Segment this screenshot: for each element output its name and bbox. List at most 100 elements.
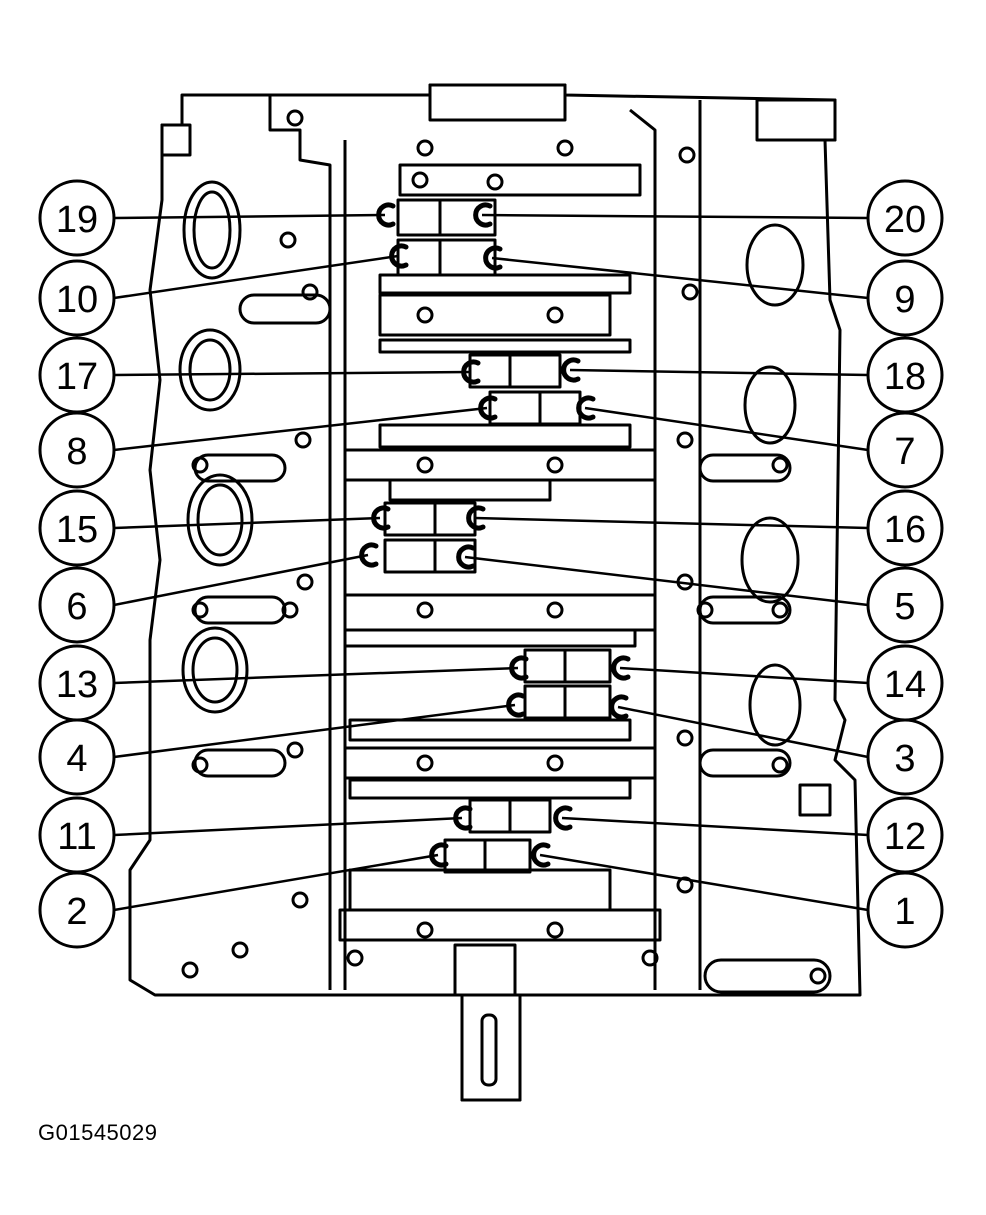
bolt-hole — [301, 283, 319, 301]
retainer-clip-5 — [456, 544, 476, 570]
callout-label: 19 — [56, 199, 98, 241]
leader-line-12 — [561, 816, 869, 837]
leader-lines — [113, 213, 869, 912]
bolt-hole — [286, 741, 304, 759]
retainer-clip-14 — [611, 655, 631, 681]
callout-3: 3 — [866, 718, 944, 796]
retainer-clip-1 — [531, 842, 551, 868]
callout-label: 2 — [66, 891, 87, 933]
callout-20: 20 — [866, 179, 944, 257]
leader-line-20 — [481, 213, 869, 220]
callout-label: 6 — [66, 586, 87, 628]
bolt-hole — [291, 891, 309, 909]
callout-label: 8 — [66, 431, 87, 473]
leader-line-1 — [539, 853, 869, 912]
bolt-hole — [676, 876, 694, 894]
bolt-hole — [681, 283, 699, 301]
callout-label: 7 — [894, 431, 915, 473]
bolt-hole — [296, 573, 314, 591]
bolt-hole — [281, 601, 299, 619]
leader-line-19 — [113, 213, 386, 220]
figure-code: G01545029 — [38, 1120, 158, 1145]
callout-label: 18 — [884, 356, 926, 398]
retainer-clip-20 — [473, 202, 493, 228]
callout-16: 16 — [866, 489, 944, 567]
bolt-hole — [416, 601, 434, 619]
bolt-hole — [546, 306, 564, 324]
callout-label: 3 — [894, 738, 915, 780]
callout-label: 4 — [66, 738, 87, 780]
retainer-clip-18 — [561, 357, 581, 383]
callout-10: 10 — [38, 259, 116, 337]
bolt-hole — [678, 146, 696, 164]
callout-5: 5 — [866, 566, 944, 644]
leader-line-8 — [113, 406, 488, 452]
callout-label: 1 — [894, 891, 915, 933]
leader-line-3 — [617, 705, 869, 759]
bolt-hole — [416, 306, 434, 324]
bolt-hole — [546, 456, 564, 474]
callout-label: 16 — [884, 509, 926, 551]
bolt-hole — [191, 756, 209, 774]
callout-13: 13 — [38, 644, 116, 722]
callout-15: 15 — [38, 489, 116, 567]
bolt-hole — [411, 171, 429, 189]
bolt-hole — [181, 961, 199, 979]
bolt-hole — [416, 754, 434, 772]
retainer-clip-12 — [553, 805, 573, 831]
retainer-clip-7 — [576, 395, 596, 421]
bolt-hole — [676, 431, 694, 449]
leader-line-13 — [113, 666, 519, 685]
leader-line-10 — [113, 254, 399, 300]
callout-6: 6 — [38, 566, 116, 644]
callout-label: 10 — [56, 279, 98, 321]
bolt-hole — [771, 756, 789, 774]
retainer-clip-3 — [609, 694, 629, 720]
bolt-hole — [546, 601, 564, 619]
retainer-clip-9 — [483, 245, 503, 271]
callout-17: 17 — [38, 336, 116, 414]
bolt-hole — [416, 139, 434, 157]
callout-label: 14 — [884, 664, 926, 706]
callout-label: 20 — [884, 199, 926, 241]
callout-4: 4 — [38, 718, 116, 796]
leader-line-4 — [113, 703, 516, 759]
callout-11: 11 — [38, 796, 116, 874]
bolt-hole — [346, 949, 364, 967]
leader-line-7 — [584, 406, 869, 452]
bolt-hole — [279, 231, 297, 249]
leader-line-16 — [474, 516, 869, 530]
callout-label: 17 — [56, 356, 98, 398]
bolt-hole — [809, 967, 827, 985]
leader-line-11 — [113, 816, 463, 837]
bolt-hole — [546, 754, 564, 772]
callout-9: 9 — [866, 259, 944, 337]
bolt-hole — [546, 921, 564, 939]
callout-label: 9 — [894, 279, 915, 321]
bolt-holes — [181, 109, 827, 985]
callout-label: 11 — [57, 816, 96, 858]
leader-line-6 — [113, 553, 369, 607]
callout-18: 18 — [866, 336, 944, 414]
bolt-hole — [696, 601, 714, 619]
leader-line-14 — [619, 666, 869, 685]
callout-14: 14 — [866, 644, 944, 722]
bolt-hole — [191, 601, 209, 619]
callout-2: 2 — [38, 871, 116, 949]
bolt-hole — [771, 601, 789, 619]
bolt-hole — [231, 941, 249, 959]
callout-label: 13 — [56, 664, 98, 706]
callout-label: 5 — [894, 586, 915, 628]
leader-line-5 — [464, 555, 869, 607]
bolt-hole — [286, 109, 304, 127]
bolt-hole — [676, 729, 694, 747]
bolt-hole — [771, 456, 789, 474]
bolt-hole — [294, 431, 312, 449]
valve-body-outline — [128, 83, 862, 1102]
bolt-hole — [416, 921, 434, 939]
callout-label: 15 — [56, 509, 98, 551]
bolt-hole — [556, 139, 574, 157]
leader-line-18 — [569, 368, 869, 377]
